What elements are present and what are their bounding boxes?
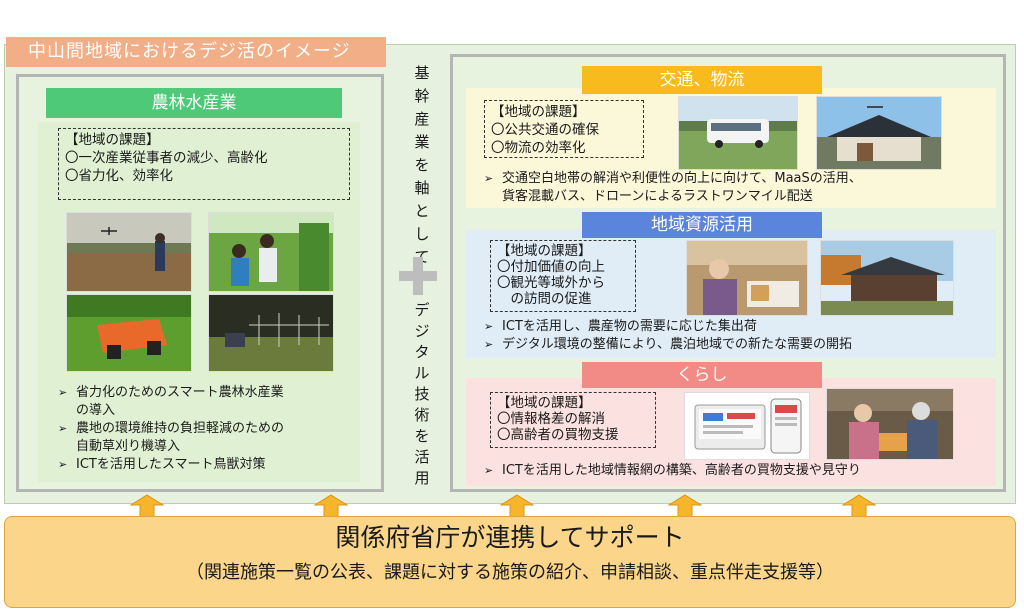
agriculture-header: 農林水産業 [46,88,342,118]
issue-item: 〇一次産業従事者の減少、高齢化 [65,150,268,166]
core-industry-label: 基幹産 業を軸 として [414,64,430,266]
transport-header: 交通、物流 [582,66,822,94]
up-arrow-icon [500,494,534,518]
life-header: くらし [582,362,822,388]
drone-field-photo [66,212,192,292]
resources-bullets: ICTを活用し、農産物の需要に応じた集出荷 デジタル環境の整備により、農泊地域で… [484,318,990,354]
wildlife-fence-photo [208,294,334,372]
plus-icon [397,255,439,297]
issue-item: 〇省力化、効率化 [65,168,173,184]
elderly-shopping-photo [826,388,954,460]
bullet-item: 省力化のためのスマート農林水産業 の導入 [58,384,358,420]
issues-title: 【地域の課題】 [65,132,160,148]
drone-house-photo [816,96,942,170]
bullet-item: ICTを活用したスマート鳥獣対策 [58,456,358,474]
resources-issues: 【地域の課題】 〇付加価値の向上 〇観光等域外から の訪問の促進 [490,240,636,312]
page-title: 中山間地域におけるデジ活のイメージ [6,37,386,67]
bullet-item: ICTを活用した地域情報網の構築、高齢者の買物支援や見守り [484,462,990,480]
agriculture-issues: 【地域の課題】 〇一次産業従事者の減少、高齢化 〇省力化、効率化 [58,128,350,200]
bullet-item: 交通空白地帯の解消や利便性の向上に向けて、MaaSの活用、 貨客混載バス、ドロー… [484,170,990,206]
transport-issues: 【地域の課題】 〇公共交通の確保 〇物流の効率化 [484,100,644,158]
digital-tech-label: デジタ ル技術 を活用 [414,301,430,487]
resources-header: 地域資源活用 [582,212,822,238]
bullet-item: 農地の環境維持の負担軽減のための 自動草刈り機導入 [58,420,358,456]
bus-photo [678,96,798,170]
support-banner [4,516,1016,608]
up-arrow-icon [668,494,702,518]
support-subtitle: （関連施策一覧の公表、課題に対する施策の紹介、申請相談、重点伴走支援等） [186,562,834,583]
robot-mower-photo [66,294,192,372]
agriculture-bullets: 省力化のためのスマート農林水産業 の導入 農地の環境維持の負担軽減のための 自動… [58,384,358,474]
bullet-item: ICTを活用し、農産物の需要に応じた集出荷 [484,318,990,336]
life-bullets: ICTを活用した地域情報網の構築、高齢者の買物支援や見守り [484,462,990,480]
app-screens-photo [684,392,810,460]
support-title: 関係府省庁が連携してサポート [335,523,685,552]
up-arrow-icon [314,494,348,518]
bullet-item: デジタル環境の整備により、農泊地域での新たな需要の開拓 [484,336,990,354]
farmer-produce-photo [686,240,808,316]
farm-stay-house-photo [820,240,954,316]
transport-bullets: 交通空白地帯の解消や利便性の向上に向けて、MaaSの活用、 貨客混載バス、ドロー… [484,170,990,206]
up-arrow-icon [130,494,164,518]
life-issues: 【地域の課題】 〇情報格差の解消 〇高齢者の買物支援 [490,392,656,448]
up-arrow-icon [842,494,876,518]
greenhouse-photo [208,212,334,292]
